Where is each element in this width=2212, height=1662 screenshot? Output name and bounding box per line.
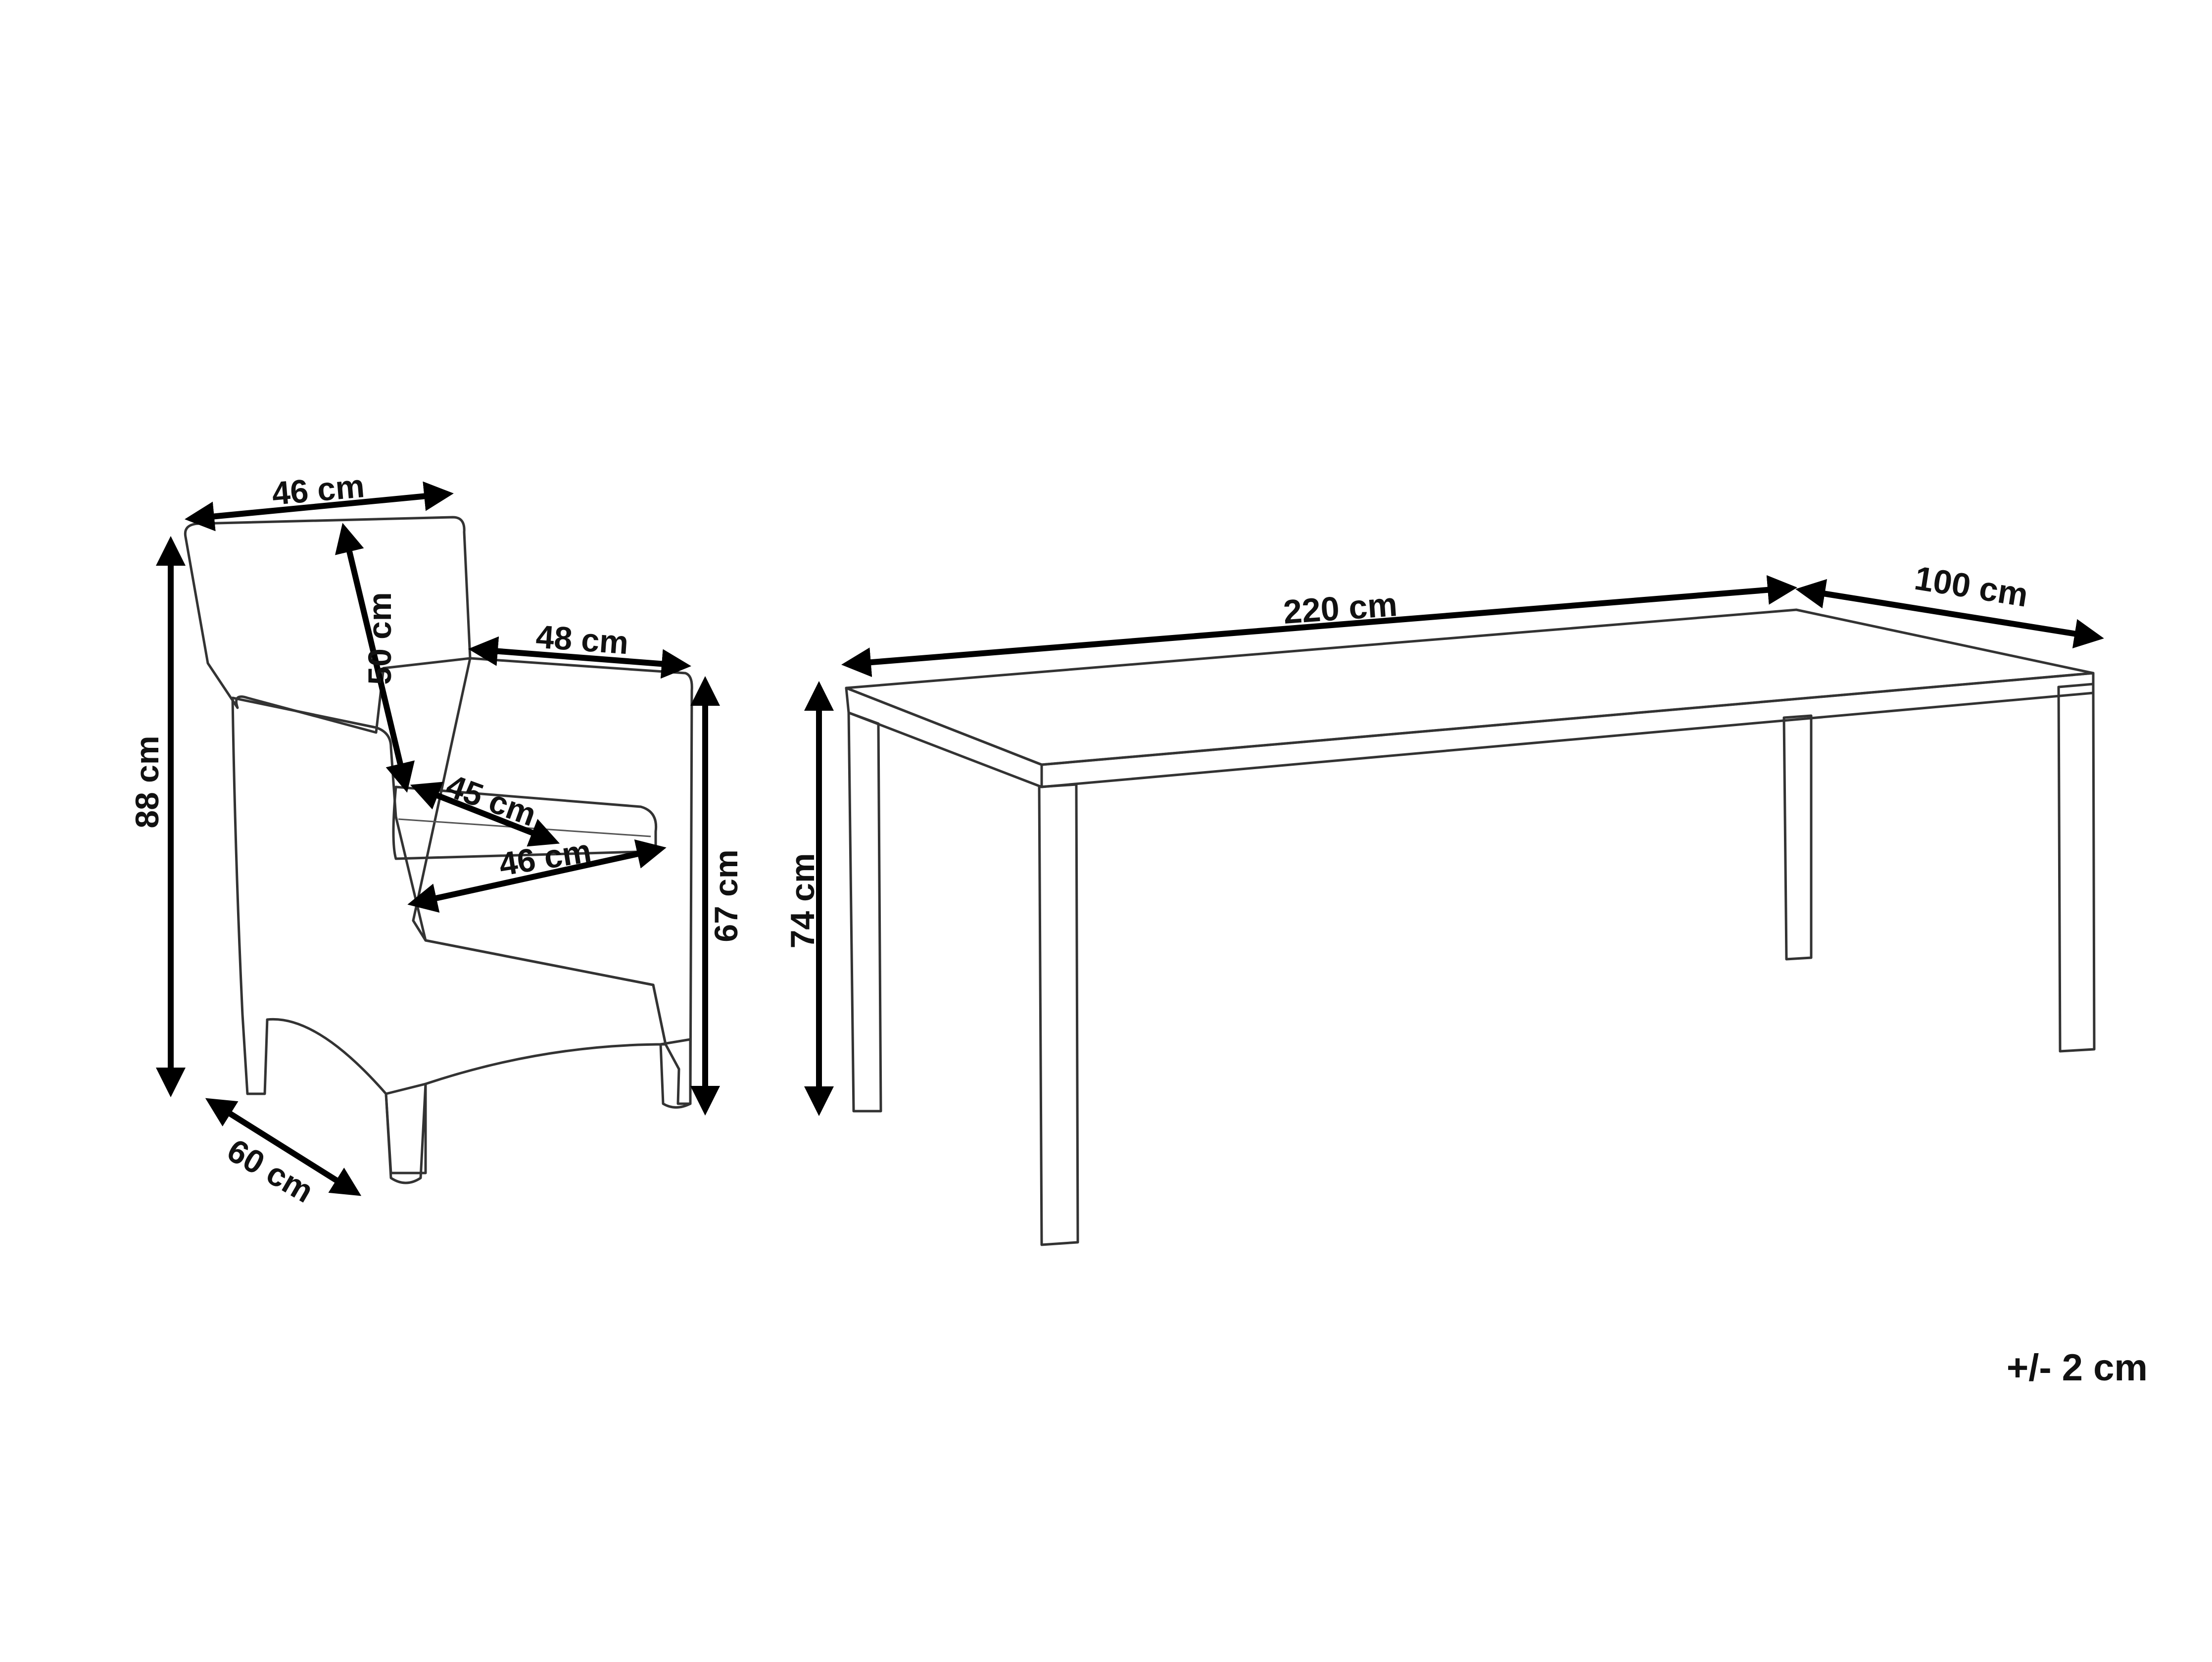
table-leg-back-right <box>1782 714 1813 961</box>
label-chair-seat-width: 46 cm <box>496 832 593 882</box>
arrow-table-length <box>841 575 1797 678</box>
label-table-width: 100 cm <box>1912 559 2031 614</box>
chair-side <box>231 696 667 1174</box>
arrow-chair-seat-width <box>407 839 667 913</box>
arrow-chair-seat-depth <box>410 782 560 847</box>
table-apron-side <box>845 686 1043 788</box>
label-chair-total-height: 88 cm <box>129 735 165 828</box>
label-chair-arm-height: 67 cm <box>708 849 744 942</box>
arrow-table-width <box>1795 579 2104 649</box>
chair-seat-cushion <box>392 785 658 860</box>
table-drawing <box>845 608 2096 1246</box>
arrow-chair-backrest-height <box>335 523 415 793</box>
label-table-height: 74 cm <box>784 853 821 949</box>
chair-dimension-labels: 46 cm 50 cm 48 cm 88 cm 45 cm 46 cm 67 c… <box>129 467 744 1210</box>
chair-leg-back <box>659 1038 692 1109</box>
label-chair-back-width: 46 cm <box>271 467 366 512</box>
chair-backrest <box>184 516 472 734</box>
chair-dimension-arrows <box>156 481 720 1196</box>
label-chair-depth: 60 cm <box>221 1131 320 1210</box>
tolerance-note: +/- 2 cm <box>2006 1347 2148 1389</box>
table-leg-front-right <box>2057 683 2096 1053</box>
label-chair-backrest-height: 50 cm <box>361 592 398 684</box>
table-dimension-arrows <box>804 575 2104 1116</box>
table-leg-front-left <box>1038 783 1079 1246</box>
table-top <box>845 608 2095 766</box>
chair-leg-front <box>385 1082 427 1184</box>
table-leg-back-left <box>847 711 882 1113</box>
label-table-length: 220 cm <box>1282 586 1398 631</box>
chair-armrest <box>412 657 693 1105</box>
label-chair-arm-length: 48 cm <box>535 618 630 661</box>
arrow-chair-back-width <box>185 481 454 532</box>
arrow-chair-depth <box>205 1098 362 1196</box>
arrow-chair-arm-length <box>468 636 691 679</box>
chair-drawing <box>184 516 693 1184</box>
table-apron-front <box>1040 672 2095 788</box>
